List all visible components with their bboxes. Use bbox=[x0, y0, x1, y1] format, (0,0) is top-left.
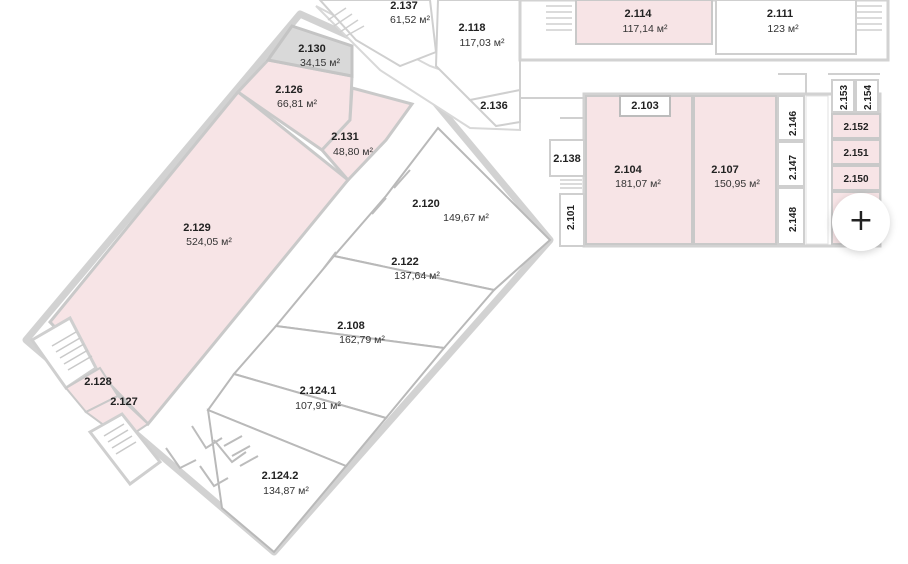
room-2147[interactable] bbox=[777, 141, 805, 187]
label-2114-area: 117,14 м² bbox=[623, 23, 668, 35]
wc-cluster bbox=[165, 425, 259, 488]
stairs-top-2137 bbox=[327, 7, 365, 37]
room-2103[interactable] bbox=[619, 95, 671, 117]
label-2124-2-area: 134,87 м² bbox=[263, 485, 309, 497]
label-2101-num: 2.101 bbox=[566, 205, 577, 230]
label-2136-num: 2.136 bbox=[480, 100, 508, 112]
label-2124-1-num: 2.124.1 bbox=[300, 385, 337, 397]
label-2150-num: 2.150 bbox=[843, 174, 868, 185]
room-2146[interactable] bbox=[777, 95, 805, 141]
label-2129-area: 524,05 м² bbox=[186, 236, 232, 248]
room-2154[interactable] bbox=[855, 79, 879, 113]
label-2118-area: 117,03 м² bbox=[460, 37, 505, 49]
room-2124-2[interactable] bbox=[206, 408, 348, 554]
stairs-lower-left-steps bbox=[103, 423, 137, 455]
label-2118-num: 2.118 bbox=[459, 22, 486, 34]
label-2126-area: 66,81 м² bbox=[277, 98, 317, 110]
room-2130[interactable] bbox=[265, 24, 354, 78]
stairs-2138 bbox=[560, 179, 582, 189]
label-2111-area: 123 м² bbox=[767, 23, 799, 35]
stairs-left-hall-steps bbox=[51, 331, 93, 371]
label-2137-area: 61,52 м² bbox=[390, 14, 430, 26]
label-2137-num: 2.137 bbox=[390, 0, 418, 12]
label-2104-area: 181,07 м² bbox=[615, 178, 661, 190]
label-2124-2-num: 2.124.2 bbox=[262, 470, 299, 482]
label-2104-num: 2.104 bbox=[614, 164, 642, 176]
room-2148[interactable] bbox=[777, 187, 805, 245]
label-2154-num: 2.154 bbox=[863, 85, 874, 110]
label-2108-area: 162,79 м² bbox=[339, 334, 385, 346]
room-2114[interactable] bbox=[575, 0, 713, 45]
label-2107-num: 2.107 bbox=[711, 164, 739, 176]
label-2130-area: 34,15 м² bbox=[300, 57, 340, 69]
room-2138[interactable] bbox=[549, 139, 585, 177]
label-2128-num: 2.128 bbox=[84, 376, 112, 388]
door-ticks bbox=[323, 169, 411, 269]
label-2114-num: 2.114 bbox=[625, 8, 653, 20]
room-2104[interactable] bbox=[585, 95, 693, 245]
room-2136[interactable] bbox=[467, 88, 521, 128]
label-2127-num: 2.127 bbox=[110, 396, 138, 408]
label-2138-num: 2.138 bbox=[553, 153, 581, 165]
label-2131-num: 2.131 bbox=[331, 131, 359, 143]
label-2108-num: 2.108 bbox=[337, 320, 365, 332]
room-2150[interactable] bbox=[831, 165, 881, 191]
label-2129-num: 2.129 bbox=[183, 222, 211, 234]
label-2122-num: 2.122 bbox=[391, 256, 419, 268]
label-2103-num: 2.103 bbox=[631, 100, 659, 112]
label-2122-area: 137,64 м² bbox=[394, 270, 440, 282]
label-2153-num: 2.153 bbox=[839, 85, 850, 110]
label-2124-1-area: 107,91 м² bbox=[295, 400, 341, 412]
label-2130-num: 2.130 bbox=[298, 43, 326, 55]
zoom-in-button[interactable]: + bbox=[832, 193, 890, 251]
misc-walls-right bbox=[519, 60, 880, 119]
corridor-right bbox=[805, 95, 829, 245]
label-2148-num: 2.148 bbox=[788, 207, 799, 232]
room-2107[interactable] bbox=[693, 95, 777, 245]
stairs-top-right bbox=[546, 5, 882, 31]
room-2151[interactable] bbox=[831, 139, 881, 165]
label-2126-num: 2.126 bbox=[275, 84, 303, 96]
label-2146-num: 2.146 bbox=[788, 111, 799, 136]
label-2107-area: 150,95 м² bbox=[714, 178, 760, 190]
room-2152[interactable] bbox=[831, 113, 881, 139]
label-2111-num: 2.111 bbox=[767, 8, 793, 20]
room-2111[interactable] bbox=[715, 0, 857, 55]
label-2151-num: 2.151 bbox=[843, 148, 868, 159]
room-2131[interactable] bbox=[319, 86, 415, 183]
room-2101[interactable] bbox=[559, 193, 585, 247]
label-2147-num: 2.147 bbox=[788, 155, 799, 180]
label-2120-area: 149,67 м² bbox=[443, 212, 489, 224]
label-2131-area: 48,80 м² bbox=[333, 146, 373, 158]
stairs-left-hall bbox=[29, 315, 98, 391]
plus-icon: + bbox=[848, 202, 874, 238]
label-2120-num: 2.120 bbox=[412, 198, 440, 210]
label-2152-num: 2.152 bbox=[843, 122, 868, 133]
room-2153[interactable] bbox=[831, 79, 855, 113]
